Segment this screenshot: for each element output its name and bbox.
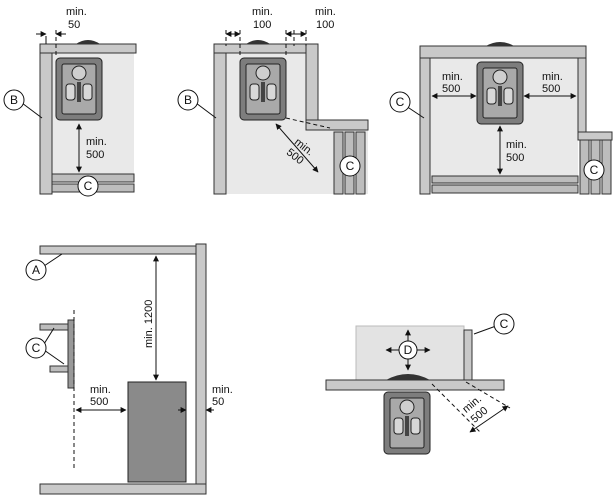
label-b-circle — [3, 89, 25, 111]
ceiling — [39, 245, 201, 255]
floor — [39, 483, 207, 495]
heater-cap — [386, 374, 430, 380]
label-a-circle — [25, 259, 47, 281]
wall-left — [419, 45, 431, 195]
label-d-circle — [398, 340, 418, 360]
label-c: C — [346, 159, 355, 173]
wall-top — [325, 379, 505, 391]
panel-2: min. 100 min. 100 min. 500 B C — [177, 6, 369, 195]
dim-min-100-b: min. — [315, 6, 336, 18]
heater-top-view — [476, 61, 524, 125]
dim-500-text: 500 — [86, 149, 104, 161]
label-c-left: C — [396, 95, 405, 109]
dim-min-text: min. — [86, 136, 107, 148]
wall-right — [305, 43, 319, 123]
heater-top-view — [239, 57, 287, 121]
dim-500-left: 500 — [442, 83, 460, 95]
dim-min-50-text: min. — [66, 6, 87, 18]
label-c-circle-left — [389, 91, 411, 113]
panel-4: min. 1200 min. 500 min. 50 A C — [25, 243, 233, 495]
wall-right — [195, 243, 207, 487]
bench-support — [67, 319, 75, 389]
wall-top — [419, 45, 587, 59]
wall-left — [39, 43, 53, 195]
dim-500-right: 500 — [542, 83, 560, 95]
dim-arrow-diag — [275, 123, 319, 173]
heater-cap — [76, 40, 100, 44]
dim-arrow-diag — [469, 405, 509, 433]
heater-side-view — [127, 381, 187, 483]
label-c: C — [500, 317, 509, 331]
label-c-circle — [493, 313, 515, 335]
dim-min-100-a: min. — [252, 6, 273, 18]
bench-1 — [431, 175, 579, 184]
panel-1: min. 50 min. 500 B C — [3, 6, 137, 197]
bench-2 — [431, 184, 579, 194]
label-c-circle — [25, 337, 47, 359]
dim-min-right: min. — [542, 71, 563, 83]
dim-500-bottom: 500 — [506, 152, 524, 164]
panel-5: D min. 500 C — [325, 313, 515, 455]
heater-cap — [486, 42, 514, 46]
label-c-circle — [339, 155, 361, 177]
label-b: B — [10, 93, 18, 107]
wall-right — [577, 57, 587, 133]
dim-min-50: min. — [212, 384, 233, 396]
dim-50-value: 50 — [212, 396, 224, 408]
dim-50-value: 50 — [68, 19, 80, 31]
dim-min-left: min. — [442, 71, 463, 83]
dim-100-b-value: 100 — [316, 19, 334, 31]
label-c-right: C — [590, 163, 599, 177]
label-b-circle — [177, 89, 199, 111]
dim-min-1200: min. 1200 — [143, 300, 155, 348]
dim-min-500: min. — [90, 384, 111, 396]
wall-top — [213, 43, 307, 54]
label-d: D — [404, 343, 413, 357]
side-wall — [463, 329, 473, 383]
dim-min-bottom: min. — [506, 139, 527, 151]
wall-left — [213, 43, 227, 195]
heater-top-view — [55, 57, 103, 121]
heater-cap — [246, 40, 270, 44]
dim-100-a-value: 100 — [253, 19, 271, 31]
wall-step — [577, 131, 613, 141]
label-c: C — [32, 341, 41, 355]
label-a: A — [32, 263, 40, 277]
panel-3: min. 500 min. 500 min. 500 C C — [389, 42, 613, 195]
label-c-circle-right — [583, 159, 605, 181]
label-b: B — [184, 93, 192, 107]
wall-top — [39, 43, 137, 54]
label-c-circle — [77, 175, 99, 197]
heater-top-view — [383, 391, 431, 455]
label-c: C — [84, 179, 93, 193]
dim-500-value: 500 — [90, 396, 108, 408]
